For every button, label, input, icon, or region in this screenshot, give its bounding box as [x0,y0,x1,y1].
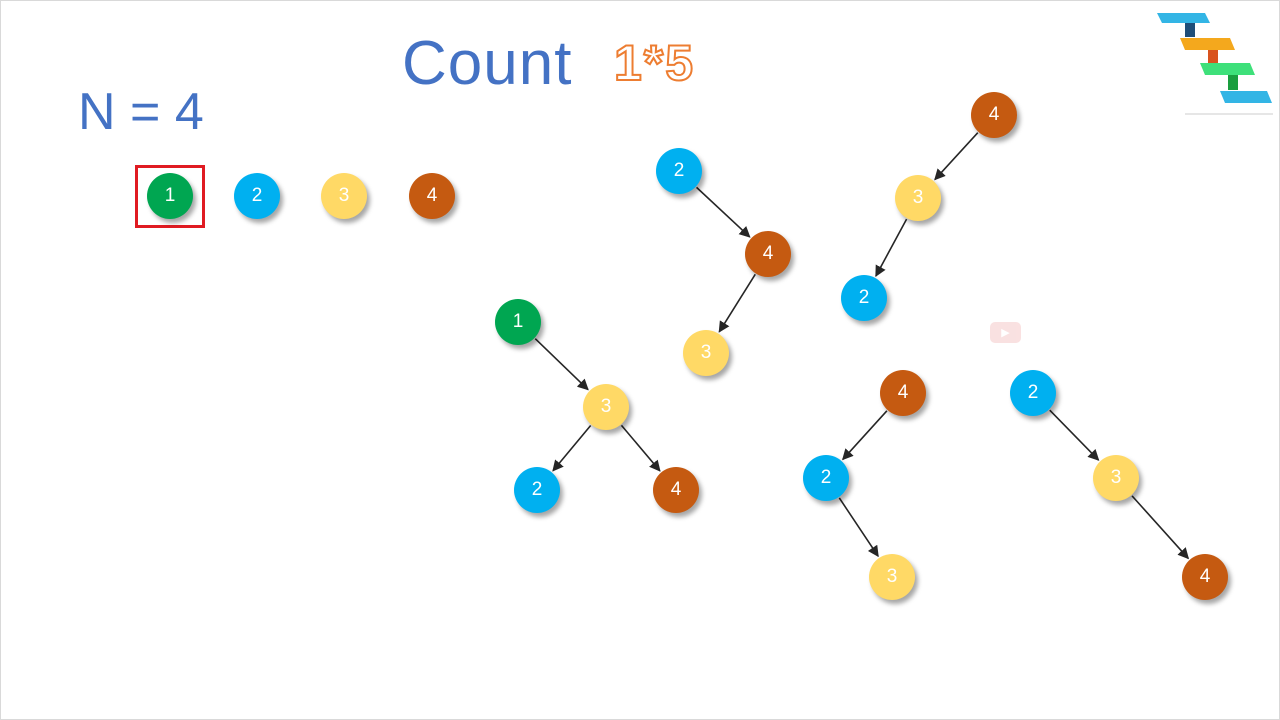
tree-2-node-2: 2 [656,148,702,194]
tree-4-node-3: 3 [869,554,915,600]
tree-5-node-2: 2 [1010,370,1056,416]
selected-node-highlight [135,165,205,228]
tree-3-node-4: 4 [971,92,1017,138]
tree-2-edge-4-3 [718,273,756,333]
tree-4-edge-4-2 [842,410,888,461]
tree-2-edge-2-4 [696,186,751,238]
slide-title: Count [402,29,573,98]
tree-4-edge-2-3 [838,497,879,558]
tree-3-node-2: 2 [841,275,887,321]
tree-1-edge-1-3 [534,338,589,391]
tree-5-edge-2-3 [1049,409,1100,461]
tree-3-edge-4-3 [934,132,979,181]
tree-1-edge-3-2 [552,424,592,472]
tree-2-node-4: 4 [745,231,791,277]
formula-text: 1*5 [613,34,696,92]
tree-3-node-3: 3 [895,175,941,221]
tree-4-node-2: 2 [803,455,849,501]
tree-3-edge-3-2 [875,218,908,277]
tree-5-node-4: 4 [1182,554,1228,600]
tree-5-edge-3-4 [1131,495,1190,560]
sequence-node-2: 2 [234,173,280,219]
tree-1-edge-3-4 [620,424,661,472]
sequence-node-4: 4 [409,173,455,219]
tree-1-node-3: 3 [583,384,629,430]
youtube-play-icon[interactable]: ▶ [990,322,1021,343]
sequence-node-1: 1 [147,173,193,219]
tree-4-node-4: 4 [880,370,926,416]
n-value-label: N = 4 [78,83,204,141]
tree-1-node-2: 2 [514,467,560,513]
tree-1-node-1: 1 [495,299,541,345]
sequence-node-3: 3 [321,173,367,219]
tree-2-node-3: 3 [683,330,729,376]
tree-1-node-4: 4 [653,467,699,513]
stairs-logo-icon [1157,13,1273,115]
tree-5-node-3: 3 [1093,455,1139,501]
